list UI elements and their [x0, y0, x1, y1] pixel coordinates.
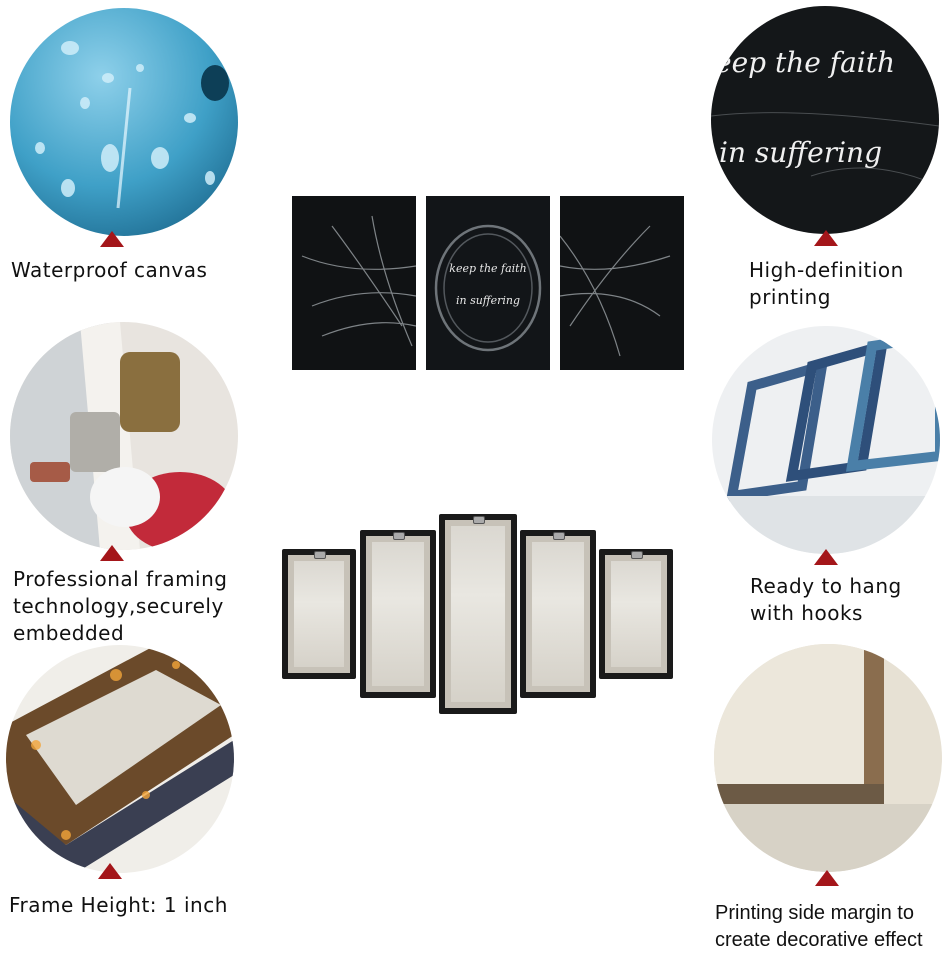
- thorn-branch-right: [560, 196, 684, 370]
- staple-gun-illustration: [10, 322, 238, 550]
- hd-printing-image: eep the faith in suffering: [711, 6, 939, 234]
- artwork-panel-left: [292, 196, 416, 370]
- framing-technology-image: [10, 322, 238, 550]
- hanging-hook: [631, 551, 643, 559]
- closeup-text-background: [711, 6, 939, 234]
- ready-to-hang-image: [712, 326, 940, 554]
- side-margin-image: [714, 644, 942, 872]
- frames-back-view: [282, 514, 674, 714]
- artwork-panel-center: keep the faith in suffering: [426, 196, 550, 370]
- framing-caption: Professional framing technology,securely…: [13, 567, 228, 645]
- closeup-quote-line-2: in suffering: [719, 136, 882, 169]
- frame-back-3: [439, 514, 517, 714]
- hanging-hook: [393, 532, 405, 540]
- marker-triangle: [814, 549, 838, 565]
- canvas-edge-illustration: [714, 644, 942, 872]
- frame-height-image: [6, 645, 234, 873]
- marker-triangle: [98, 863, 122, 879]
- frame-back-5: [599, 549, 673, 679]
- hanging-hook: [553, 532, 565, 540]
- frame-corner-illustration: [6, 645, 234, 873]
- waterproof-canvas-image: [10, 8, 238, 236]
- marker-triangle: [815, 870, 839, 886]
- hanging-hook: [473, 516, 485, 524]
- hanging-hook: [314, 551, 326, 559]
- thorn-crown: [426, 196, 550, 370]
- waterproof-caption: Waterproof canvas: [11, 258, 208, 282]
- quote-line-2: in suffering: [455, 294, 521, 307]
- thorn-branch-left: [292, 196, 416, 370]
- triptych-artwork: keep the faith in suffering: [292, 196, 684, 370]
- quote-line-1: keep the faith: [449, 262, 527, 275]
- frame-back-1: [282, 549, 356, 679]
- marker-triangle: [100, 231, 124, 247]
- hd-printing-caption: High-definition printing: [749, 258, 904, 309]
- water-drops-illustration: [10, 8, 238, 236]
- frame-height-caption: Frame Height: 1 inch: [9, 893, 228, 917]
- stacked-frames-illustration: [712, 326, 940, 554]
- frame-back-2: [360, 530, 436, 698]
- marker-triangle: [814, 230, 838, 246]
- hooks-caption: Ready to hang with hooks: [750, 574, 902, 625]
- side-margin-caption: Printing side margin to create decorativ…: [715, 902, 923, 951]
- artwork-panel-right: [560, 196, 684, 370]
- frame-back-4: [520, 530, 596, 698]
- closeup-quote-line-1: eep the faith: [715, 46, 896, 79]
- marker-triangle: [100, 545, 124, 561]
